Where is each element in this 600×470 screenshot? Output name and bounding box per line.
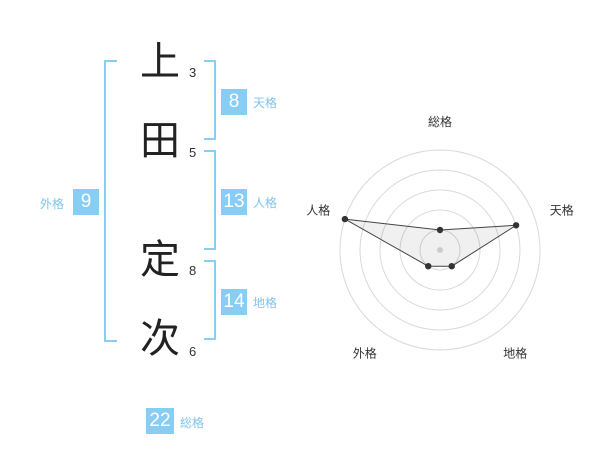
gaikaku-bracket [104,60,117,342]
name-char-4: 次 [140,316,180,362]
radar-center-dot [437,247,443,253]
gaikaku-label: 外格 [40,197,65,211]
radar-point-2 [512,222,520,229]
radar-grid-ring-5 [339,149,541,351]
radar-series-area [344,218,517,267]
tenkaku-bracket [204,60,216,140]
radar-axis-label-1: 総格 [428,114,452,129]
radar-axis-label-5: 人格 [306,202,330,217]
name-char-2: 田 [140,118,180,164]
name-char-1: 上 [140,39,180,85]
gaikaku-value: 9 [73,189,99,215]
radar-grid-ring-4 [359,169,521,331]
soukaku-label: 総格 [180,416,205,430]
soukaku-value: 22 [146,408,174,434]
stroke-count-1: 3 [189,65,197,80]
tenkaku-label: 天格 [253,96,278,110]
jinkaku-label: 人格 [253,196,278,210]
radar-point-3 [448,262,455,270]
chikaku-label: 地格 [253,296,278,310]
radar-point-1 [436,226,444,234]
stroke-count-4: 6 [189,344,197,359]
radar-axis-label-2: 天格 [550,202,574,217]
jinkaku-value: 13 [221,189,247,215]
radar-point-4 [425,262,432,270]
radar-grid-ring-3 [379,189,501,311]
chikaku-bracket [204,260,216,340]
jinkaku-bracket [204,150,216,250]
radar-axis-label-4: 外格 [353,346,377,361]
stroke-count-3: 8 [189,263,197,278]
chikaku-value: 14 [221,289,247,315]
radar-point-5 [341,215,349,223]
tenkaku-value: 8 [221,89,247,115]
name-char-3: 定 [140,237,180,283]
radar-axis-label-3: 地格 [503,346,527,361]
stroke-count-2: 5 [189,145,197,160]
